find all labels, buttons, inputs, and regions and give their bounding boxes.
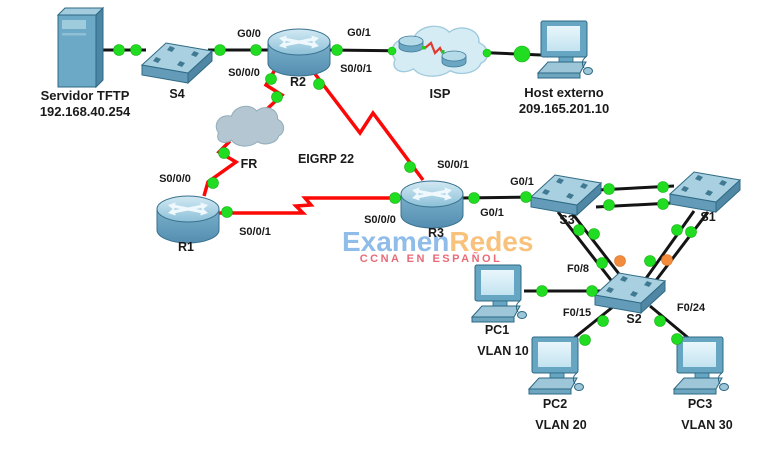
interface-label-4: S0/0/0 [159, 173, 191, 185]
device-pc2[interactable] [527, 336, 584, 395]
device-label-r1: R1 [178, 240, 194, 254]
link-up-dot [588, 228, 600, 240]
link-up-dot [313, 78, 325, 90]
watermark-tagline: CCNA EN ESPAÑOL [359, 253, 503, 265]
link-up-dot [657, 198, 669, 210]
device-sublabel-pc2: VLAN 20 [535, 418, 587, 432]
link-up-dot [265, 73, 277, 85]
interface-label-3: S0/0/1 [340, 63, 372, 75]
device-r1[interactable] [156, 195, 220, 244]
link-up-dot [218, 147, 230, 159]
device-sublabel-pc3: VLAN 30 [681, 418, 733, 432]
link-up-dot [113, 44, 125, 56]
device-s1[interactable] [668, 171, 742, 214]
link-up-dot [221, 206, 233, 218]
link-r2-r3[interactable] [310, 68, 425, 182]
device-pc3[interactable] [672, 336, 729, 395]
device-sublabel-pc1: VLAN 10 [477, 344, 529, 358]
link-blocked-dot [614, 255, 626, 267]
device-label-pc3: PC3 [687, 397, 713, 411]
link-up-dot [603, 183, 615, 195]
link-up-dot [482, 48, 492, 58]
link-up-dot [671, 333, 683, 345]
interface-label-2: S0/0/0 [228, 67, 260, 79]
interface-label-6: S0/0/0 [364, 214, 396, 226]
link-up-dot [573, 224, 585, 236]
link-up-dot [387, 46, 397, 56]
interface-label-5: S0/0/1 [239, 226, 271, 238]
device-isp-cloud[interactable] [391, 25, 489, 77]
device-r3[interactable] [400, 180, 464, 229]
interface-label-11: F0/15 [562, 307, 592, 319]
annotation-0: EIGRP 22 [297, 152, 355, 166]
interface-label-1: G0/1 [347, 27, 371, 39]
link-s1-s2-left[interactable] [640, 210, 696, 285]
device-sublabel-host-externo: 209.165.201.10 [518, 101, 610, 116]
device-label-isp-cloud: ISP [429, 86, 451, 101]
device-host-externo[interactable] [536, 20, 593, 79]
link-up-dot [597, 315, 609, 327]
device-label-pc1: PC1 [484, 323, 510, 337]
link-up-dot [603, 199, 615, 211]
watermark: ExamenRedes [342, 228, 533, 256]
device-label-servidor-tftp: Servidor TFTP [40, 88, 130, 103]
link-up-dot [520, 191, 532, 203]
link-up-dot [404, 161, 416, 173]
link-up-dot [214, 44, 226, 56]
interface-label-7: S0/0/1 [437, 159, 469, 171]
device-r2[interactable] [267, 28, 331, 77]
link-up-dot [657, 181, 669, 193]
device-label-s3: S3 [559, 213, 575, 227]
link-up-dot [671, 224, 683, 236]
device-label-fr-cloud: FR [240, 157, 258, 171]
link-up-dot [271, 91, 283, 103]
device-s3[interactable] [529, 174, 603, 217]
link-s3-s2-left[interactable] [556, 211, 616, 285]
device-fr-cloud[interactable] [215, 105, 285, 147]
link-up-dot [644, 255, 656, 267]
link-up-dot [331, 44, 343, 56]
device-label-s2: S2 [626, 312, 642, 326]
link-blocked-dot [661, 254, 673, 266]
device-label-pc2: PC2 [542, 397, 568, 411]
link-up-dot [685, 226, 697, 238]
link-up-dot [207, 177, 219, 189]
interface-label-9: G0/1 [510, 176, 534, 188]
watermark-part1: Examen [342, 226, 450, 257]
interface-label-10: F0/8 [566, 263, 590, 275]
link-up-dot [389, 192, 401, 204]
link-up-dot [468, 192, 480, 204]
interface-label-8: G0/1 [480, 207, 504, 219]
device-servidor-tftp[interactable] [56, 6, 105, 89]
device-pc1[interactable] [470, 264, 527, 323]
link-up-dot [586, 285, 598, 297]
interface-label-12: F0/24 [676, 302, 706, 314]
device-label-r2: R2 [290, 75, 306, 89]
device-label-s1: S1 [700, 210, 716, 224]
link-up-dot [513, 45, 531, 63]
link-s1-s2-right[interactable] [652, 211, 710, 284]
device-s2[interactable] [593, 272, 667, 315]
link-up-dot [536, 285, 548, 297]
link-up-dot [130, 44, 142, 56]
watermark-part2: Redes [449, 226, 534, 257]
interface-label-0: G0/0 [237, 28, 261, 40]
device-label-host-externo: Host externo [524, 85, 604, 100]
link-r1-r3[interactable] [219, 196, 404, 215]
device-label-r3: R3 [428, 226, 444, 240]
link-up-dot [596, 257, 608, 269]
device-label-s4: S4 [169, 87, 185, 101]
link-up-dot [654, 315, 666, 327]
device-sublabel-servidor-tftp: 192.168.40.254 [39, 104, 131, 119]
device-s4[interactable] [140, 42, 214, 85]
link-up-dot [579, 334, 591, 346]
link-up-dot [250, 44, 262, 56]
